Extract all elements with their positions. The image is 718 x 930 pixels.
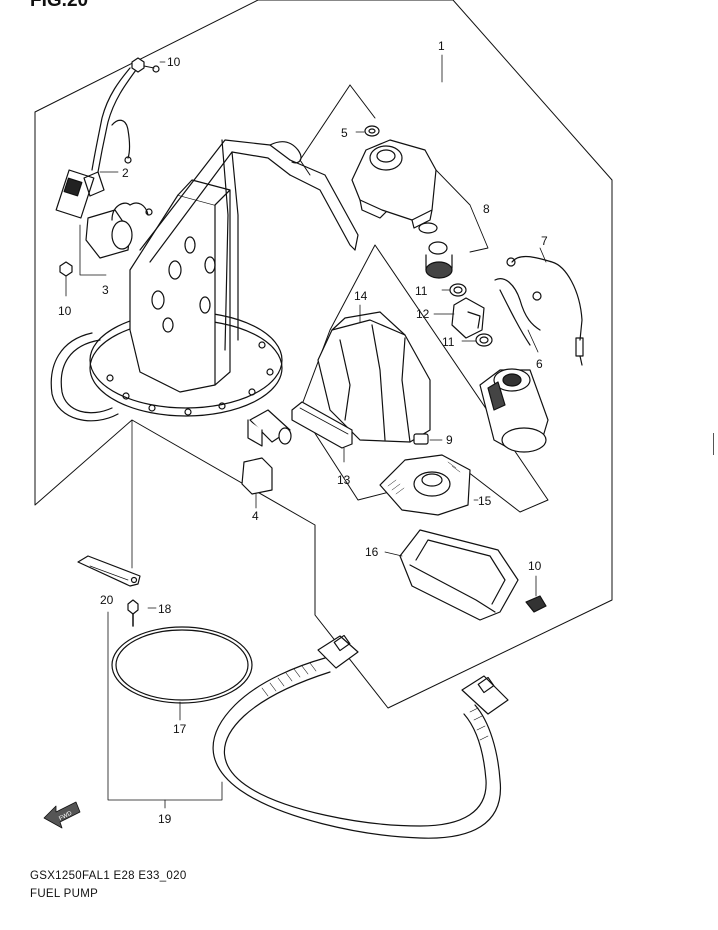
bolt-18 [127, 599, 139, 627]
callout-18: 18 [158, 602, 172, 616]
callout-10-left: 10 [58, 304, 72, 318]
o-ring-11-upper [449, 283, 467, 297]
callout-5: 5 [341, 126, 348, 140]
base-connector [247, 409, 292, 447]
callout-15: 15 [478, 494, 492, 508]
callout-10-top: 10 [167, 55, 181, 69]
o-ring-11-lower [475, 333, 493, 347]
callout-11-upper: 11 [415, 284, 428, 298]
pump-frame [50, 139, 359, 422]
callout-3: 3 [102, 283, 109, 297]
callout-6: 6 [536, 357, 543, 371]
callout-11-lower: 11 [442, 335, 455, 349]
leader-lines [99, 54, 547, 609]
bolt-10-left [59, 261, 73, 297]
bracket-20 [77, 555, 141, 587]
model-code-caption: GSX1250FAL1 E28 E33_020 [30, 870, 187, 882]
assembly-outline-hexagon [34, 0, 613, 709]
callout-16: 16 [365, 545, 379, 559]
sensor-3 [79, 202, 153, 276]
o-ring-5 [364, 125, 380, 137]
callout-labels: 1 2 3 4 5 6 7 8 9 10 10 10 11 11 12 13 1… [58, 39, 548, 826]
fuel-pump-motor [479, 368, 549, 453]
fuel-hose-19 [212, 634, 509, 839]
group-bracket-19 [107, 611, 223, 801]
callout-17: 17 [173, 722, 187, 736]
figure-title: FIG.20 [30, 0, 88, 11]
callout-14: 14 [354, 289, 368, 303]
fwd-arrow-icon: FWD [43, 801, 81, 829]
wire-harness-2 [55, 67, 137, 219]
callout-20: 20 [100, 593, 114, 607]
edge-tick [713, 433, 714, 455]
filter-housing-14 [317, 311, 431, 443]
bracket-tray-16 [399, 529, 519, 621]
callout-10-right: 10 [528, 559, 542, 573]
figure-name-caption: FUEL PUMP [30, 888, 99, 900]
fitting-12 [451, 297, 485, 339]
callout-4: 4 [252, 509, 259, 523]
gasket-17 [111, 626, 253, 721]
bolt-10-bottom [525, 575, 547, 613]
callout-7: 7 [541, 234, 548, 248]
callout-8: 8 [483, 202, 490, 216]
callout-13: 13 [337, 473, 351, 487]
wire-lead-6 [494, 278, 542, 346]
cap-4 [241, 457, 273, 509]
callout-12: 12 [416, 307, 430, 321]
grommet-9 [413, 433, 429, 445]
clip-13 [291, 401, 353, 463]
callout-19: 19 [158, 812, 172, 826]
callout-9: 9 [446, 433, 453, 447]
sub-assembly-outline-8b [349, 84, 376, 119]
bolt-10-top [131, 57, 160, 73]
regulator-8 [351, 139, 489, 279]
wire-lead-7 [506, 255, 584, 366]
callout-1: 1 [438, 39, 445, 53]
callout-2: 2 [122, 166, 129, 180]
strainer-cap-15 [379, 454, 471, 516]
